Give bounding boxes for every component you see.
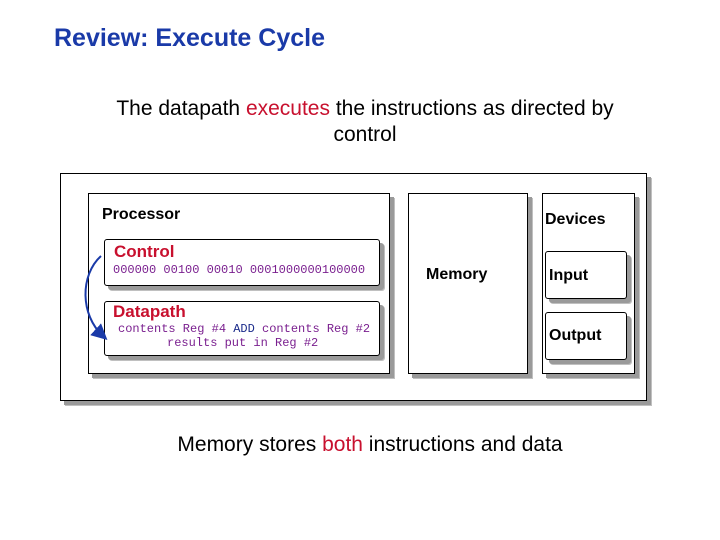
control-bits-1: 00100 bbox=[163, 263, 200, 277]
control-box bbox=[104, 239, 380, 286]
output-label: Output bbox=[549, 327, 602, 344]
datapath-label: Datapath bbox=[113, 302, 186, 321]
datapath-line1-op: ADD bbox=[233, 322, 255, 336]
control-bits-2: 00010 bbox=[206, 263, 243, 277]
datapath-box bbox=[104, 301, 380, 356]
datapath-line2: results put in Reg #2 bbox=[167, 336, 319, 350]
datapath-line1-c: contents Reg #2 bbox=[254, 322, 371, 336]
processor-label: Processor bbox=[102, 206, 181, 223]
output-device-box bbox=[545, 312, 627, 360]
input-device-box bbox=[545, 251, 627, 299]
bottom-part2: instructions and data bbox=[362, 433, 563, 456]
subtitle-highlight: executes bbox=[245, 97, 330, 120]
control-bits: 000000 00100 00010 0001000000100000 bbox=[113, 263, 365, 277]
input-label: Input bbox=[549, 267, 589, 284]
memory-box bbox=[408, 193, 528, 374]
bottom-caption: Memory stores both instructions and data bbox=[100, 433, 640, 457]
control-label: Control bbox=[114, 242, 175, 261]
control-bits-3: 0001000000100000 bbox=[249, 263, 366, 277]
subtitle-part1: The datapath bbox=[116, 97, 246, 120]
memory-label: Memory bbox=[426, 266, 488, 283]
devices-label: Devices bbox=[545, 211, 606, 228]
slide-title: Review: Execute Cycle bbox=[54, 24, 325, 52]
control-bits-0: 000000 bbox=[113, 263, 157, 277]
bottom-part1: Memory stores bbox=[177, 433, 323, 456]
bottom-highlight: both bbox=[322, 433, 363, 456]
slide-subtitle: The datapath executes the instructions a… bbox=[100, 96, 630, 148]
datapath-line1-a: contents Reg #4 bbox=[118, 322, 234, 336]
datapath-line1: contents Reg #4 ADD contents Reg #2 bbox=[118, 322, 370, 336]
subtitle-part2: the instructions as directed by control bbox=[330, 97, 614, 146]
